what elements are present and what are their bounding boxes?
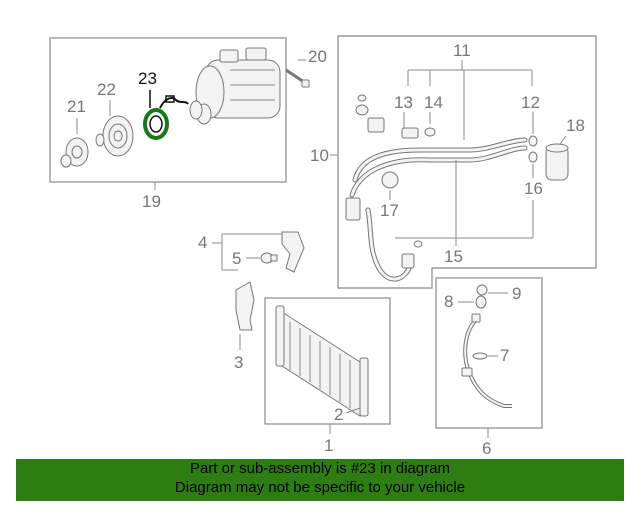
- callout-7: 7: [500, 346, 509, 365]
- banner-line-2: Diagram may not be specific to your vehi…: [174, 479, 466, 496]
- washer-drawing: [95, 133, 105, 147]
- callout-8: 8: [444, 292, 453, 311]
- callout-4: 4: [198, 233, 207, 252]
- field-coil-highlighted: [143, 95, 189, 140]
- callout-19: 19: [142, 192, 161, 211]
- info-banner: Part or sub-assembly is #23 in diagram D…: [16, 459, 624, 501]
- callout-5: 5: [232, 249, 241, 268]
- clutch-hub-drawing: [60, 137, 89, 168]
- callout-2: 2: [334, 405, 343, 424]
- pulley-drawing: [102, 115, 134, 157]
- banner-line-1: Part or sub-assembly is #23 in diagram: [189, 460, 451, 477]
- bolt-drawing: [285, 68, 310, 88]
- ac-hoses-drawing: [345, 94, 538, 282]
- bracket-drawing: [235, 231, 305, 331]
- condenser-group-box: [264, 297, 391, 425]
- condenser-drawing: [275, 305, 369, 417]
- callout-13: 13: [394, 93, 413, 112]
- callout-23: 23: [138, 69, 157, 88]
- callout-16: 16: [524, 179, 543, 198]
- snap-ring-drawing: [189, 100, 203, 120]
- pipe-group-box: [435, 277, 543, 429]
- receiver-drier-drawing: [545, 143, 569, 181]
- callout-17: 17: [380, 201, 399, 220]
- compressor-group-box: [49, 37, 287, 183]
- callout-18: 18: [566, 116, 585, 135]
- compressor-drawing: [195, 47, 281, 125]
- callout-1: 1: [324, 436, 333, 455]
- ac-lines-group-box: [337, 35, 597, 289]
- callout-12: 12: [521, 93, 540, 112]
- callout-20: 20: [308, 47, 327, 66]
- callout-10: 10: [310, 146, 329, 165]
- callout-11: 11: [453, 41, 471, 60]
- pipe-drawing: [461, 284, 512, 408]
- callout-21: 21: [67, 97, 86, 116]
- callout-6: 6: [482, 439, 491, 458]
- callout-9: 9: [512, 284, 521, 303]
- callout-22: 22: [97, 80, 116, 99]
- callout-14: 14: [424, 93, 443, 112]
- callout-15: 15: [444, 247, 463, 266]
- callout-3: 3: [234, 353, 243, 372]
